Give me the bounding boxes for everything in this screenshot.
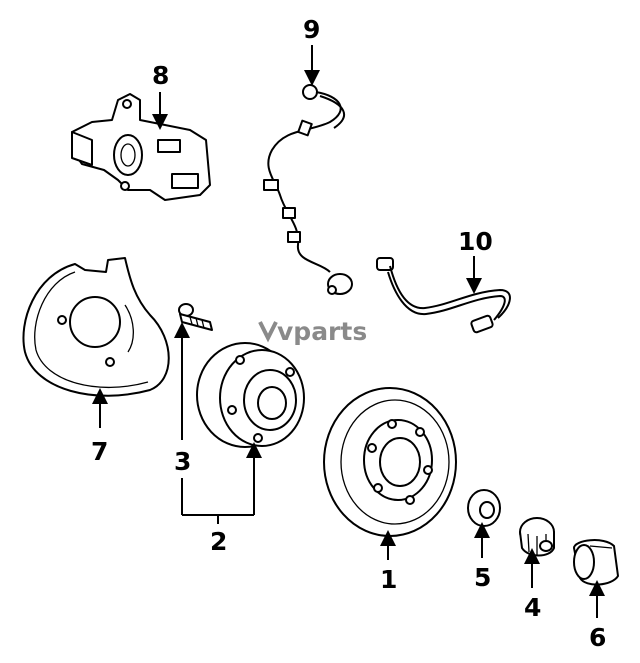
watermark-text: vparts [277, 317, 367, 346]
grease-cap [573, 539, 619, 586]
brake-rotor [323, 387, 457, 537]
callout-6: 6 [589, 623, 606, 652]
callout-1: 1 [380, 565, 397, 594]
callout-7: 7 [91, 437, 108, 466]
watermark-logo: vparts [258, 317, 367, 346]
abs-sensor-wire [263, 84, 353, 295]
callout-10: 10 [458, 227, 493, 256]
hub-bolt [178, 303, 213, 331]
hub-assembly [196, 342, 305, 448]
spindle-nut [519, 517, 555, 557]
washer [467, 489, 501, 527]
callout-8: 8 [152, 61, 169, 90]
callout-3: 3 [174, 447, 191, 476]
leader-lines [92, 45, 605, 618]
callout-4: 4 [524, 593, 541, 622]
brake-hose [376, 257, 511, 334]
callout-5: 5 [474, 563, 491, 592]
callout-2: 2 [210, 527, 227, 556]
dust-shield [22, 257, 170, 397]
callout-9: 9 [303, 15, 320, 44]
brake-caliper [71, 93, 211, 201]
